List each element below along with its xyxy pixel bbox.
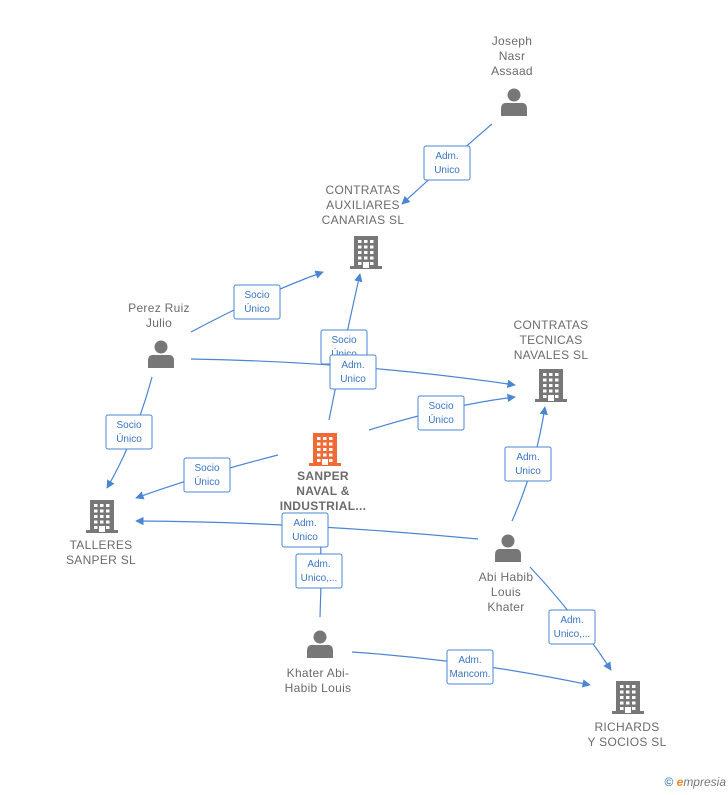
- edge-label-box: [548, 609, 596, 645]
- node-label: Khater: [487, 600, 524, 614]
- edge-label-text: Adm.: [516, 452, 539, 463]
- building-icon: [309, 433, 341, 466]
- building-icon: [535, 369, 567, 402]
- edge-label-text: Unico,...: [301, 573, 338, 584]
- node-label: Joseph: [492, 34, 533, 48]
- edge-label-text: Socio: [116, 420, 141, 431]
- edge-label-box: [329, 354, 377, 390]
- edge-label-box: [417, 395, 465, 431]
- edge-label-text: Único: [116, 432, 142, 445]
- edge-label-text: Único: [428, 413, 454, 426]
- edge-label[interactable]: Adm. Unico,...: [548, 609, 596, 645]
- edge-label-text: Unico,...: [554, 629, 591, 640]
- edge-label-text: Unico: [515, 466, 541, 477]
- edge-label-text: Único: [244, 302, 270, 315]
- edge-label-box: [105, 414, 153, 450]
- edge-label[interactable]: Adm. Unico: [504, 446, 552, 482]
- edge-label[interactable]: Adm. Unico,...: [295, 553, 343, 589]
- node-label: TALLERES: [70, 538, 133, 552]
- edge-label-text: Adm.: [458, 655, 481, 666]
- node-label: TECNICAS: [519, 333, 582, 347]
- edge-label-box: [423, 145, 471, 181]
- edge-label-text: Unico: [434, 165, 460, 176]
- node-label: Habib Louis: [285, 681, 352, 695]
- edge-label-text: Socio: [331, 335, 356, 346]
- node-label: NAVALES SL: [514, 348, 589, 362]
- edge-labels-layer: Adm.UnicoSocioÚnicoSocioÚnicoAdm.UnicoSo…: [105, 145, 596, 685]
- edge-label-text: Unico: [292, 532, 318, 543]
- node-label: Y SOCIOS SL: [587, 735, 666, 749]
- node-label: Louis: [491, 585, 521, 599]
- edge-label[interactable]: Adm. Unico: [423, 145, 471, 181]
- building-icon: [350, 236, 382, 269]
- node-label: Khater Abi-: [287, 666, 350, 680]
- edge-label-text: Unico: [340, 374, 366, 385]
- building-icon: [612, 681, 644, 714]
- edge-label-box: [446, 649, 494, 685]
- edge-label-text: Socio: [194, 463, 219, 474]
- edge-label-text: Adm.: [560, 615, 583, 626]
- person-icon: [148, 340, 174, 368]
- node-label: CANARIAS SL: [322, 213, 405, 227]
- node-label: NAVAL &: [296, 484, 349, 498]
- edge-label[interactable]: Adm. Mancom.: [446, 649, 494, 685]
- edge-label-text: Adm.: [435, 151, 458, 162]
- node-label: SANPER: [297, 469, 349, 483]
- node-label: Perez Ruiz: [128, 301, 190, 315]
- node-label: Nasr: [499, 49, 526, 63]
- edge-label-text: Adm.: [341, 360, 364, 371]
- node-label: CONTRATAS: [326, 183, 401, 197]
- edge-label-text: Socio: [244, 290, 269, 301]
- edge-label[interactable]: Adm. Unico: [329, 354, 377, 390]
- node-label: Abi Habib: [479, 570, 534, 584]
- edge-label[interactable]: Adm. Unico: [281, 512, 329, 548]
- footer-brand[interactable]: © empresia: [664, 775, 726, 789]
- brand-logo-e: e: [676, 775, 684, 789]
- node-label: SANPER SL: [66, 553, 136, 567]
- node-label: AUXILIARES: [326, 198, 400, 212]
- edge-label-text: Mancom.: [449, 669, 490, 680]
- edge-label-text: Adm.: [293, 518, 316, 529]
- node-label: Assaad: [491, 64, 533, 78]
- person-icon: [501, 88, 527, 116]
- edge-label-box: [281, 512, 329, 548]
- person-icon: [495, 534, 521, 562]
- edge-label-box: [233, 284, 281, 320]
- edge-label-box: [504, 446, 552, 482]
- edge-label-text: Adm.: [307, 559, 330, 570]
- building-icon: [86, 500, 118, 533]
- node-label: CONTRATAS: [514, 318, 589, 332]
- copyright-icon: ©: [664, 775, 674, 789]
- nodes-layer: JosephNasrAssaadCONTRATASAUXILIARESCANAR…: [66, 34, 666, 749]
- edge-label-text: Socio: [428, 401, 453, 412]
- brand-name: mpresia: [683, 775, 726, 789]
- edge-label-box: [183, 457, 231, 493]
- person-icon: [307, 630, 333, 658]
- edge-label-text: Único: [194, 475, 220, 488]
- edge-label-box: [295, 553, 343, 589]
- node-khater[interactable]: Khater Abi-Habib Louis: [285, 630, 352, 696]
- node-label: INDUSTRIAL...: [280, 499, 367, 513]
- node-label: Julio: [146, 316, 172, 330]
- node-label: RICHARDS: [594, 720, 659, 734]
